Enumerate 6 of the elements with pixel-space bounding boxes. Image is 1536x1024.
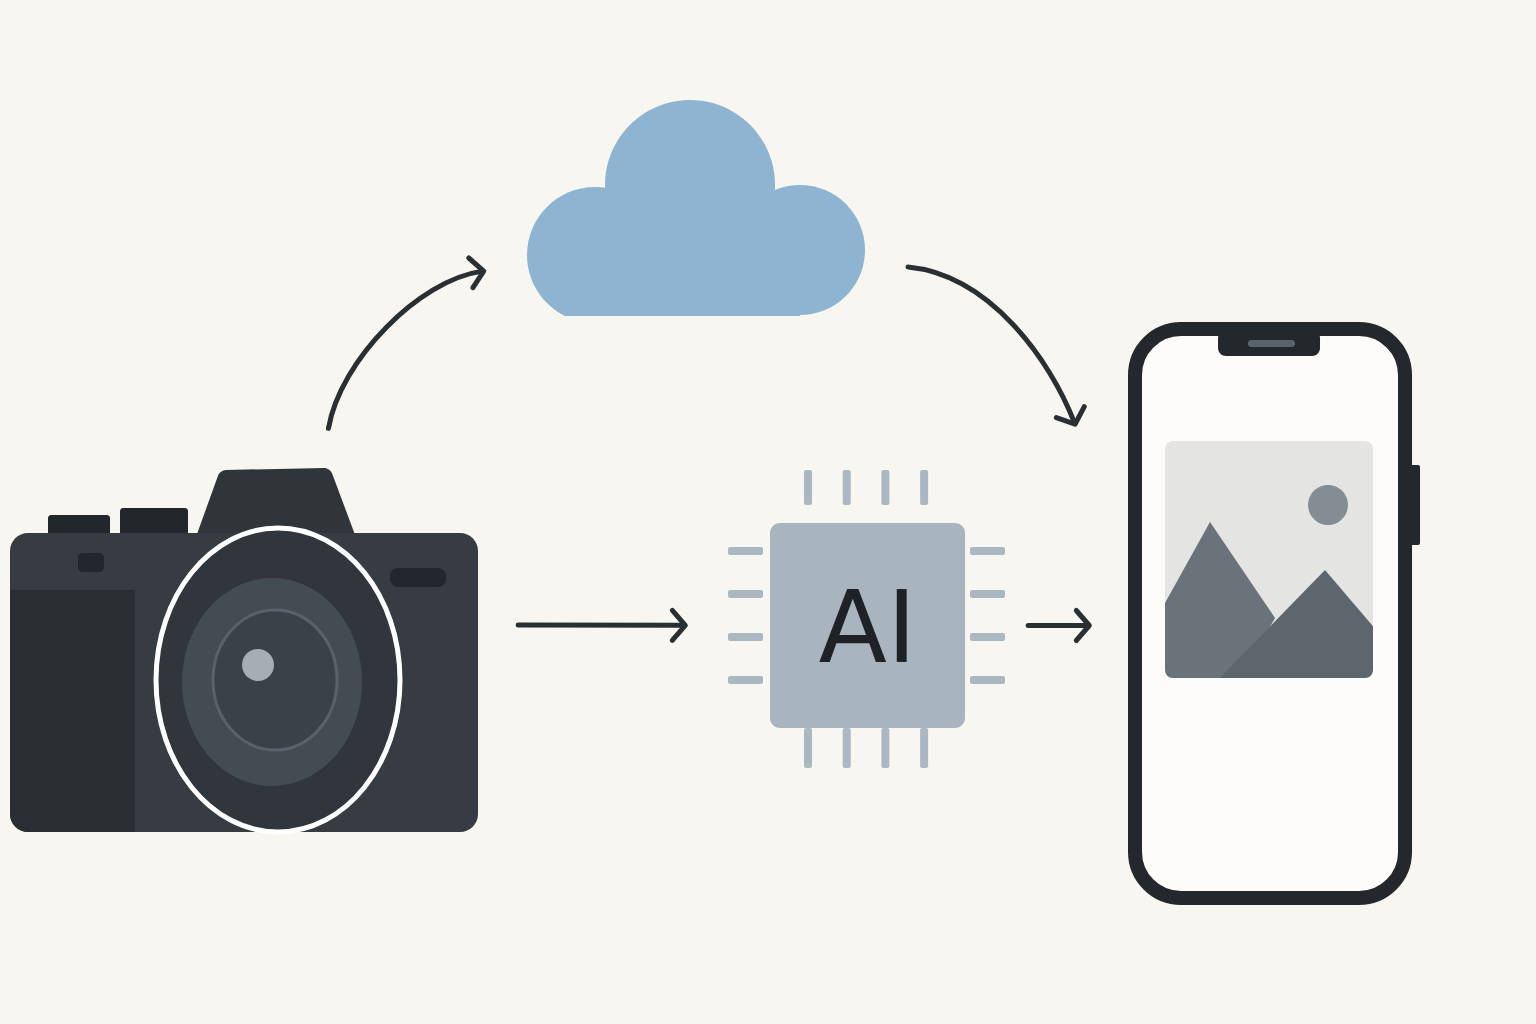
arrow xyxy=(905,264,1087,427)
camera-illustration xyxy=(10,468,478,835)
arrow xyxy=(325,255,487,431)
cloud-shape xyxy=(527,100,865,316)
smartphone-illustration xyxy=(1128,322,1420,905)
arrow xyxy=(515,607,688,643)
